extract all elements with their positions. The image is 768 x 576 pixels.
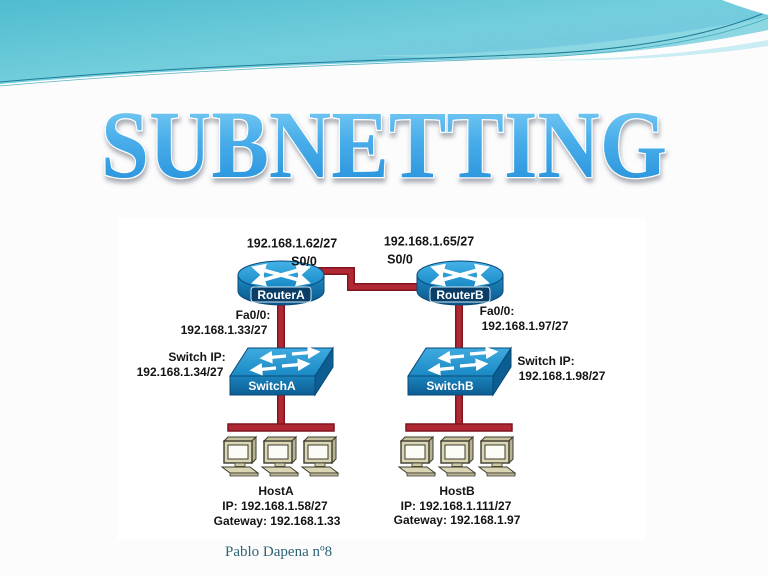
host-pc-icon	[438, 436, 476, 477]
host-pc-icon	[478, 436, 516, 477]
banner-band-medium	[370, 17, 768, 58]
router-a-serial-if: S0/0	[291, 254, 317, 269]
banner-thin-line-1	[0, 13, 763, 83]
banner-band-light	[520, 40, 768, 61]
router-a-name: RouterA	[257, 288, 305, 302]
host-a-gateway: Gateway: 192.168.1.33	[213, 513, 341, 528]
host-a-group	[221, 436, 339, 477]
router-b-serial-ip: 192.168.1.65/27	[383, 234, 475, 249]
router-b-serial-if: S0/0	[387, 252, 413, 267]
switch-b-ip-label: Switch IP:	[517, 353, 575, 368]
lan-bus-a	[227, 423, 335, 432]
router-b-lan-ip: 192.168.1.97/27	[481, 318, 569, 333]
router-b-name: RouterB	[436, 288, 484, 302]
switch-b-name: SwitchB	[426, 379, 474, 393]
title-block: SUBNETTING	[100, 95, 669, 199]
switch-a-ip-label: Switch IP:	[168, 349, 226, 364]
host-pc-icon	[261, 436, 299, 477]
network-diagram: RouterA RouterB SwitchA SwitchB 192.168.…	[118, 218, 645, 540]
switch-a-name: SwitchA	[248, 379, 296, 393]
banner-corner-wedge	[722, 0, 768, 15]
host-b-group	[398, 436, 516, 477]
lan-bus-b	[405, 423, 513, 432]
banner-thin-line-2	[0, 17, 768, 87]
page-title: SUBNETTING	[101, 95, 667, 198]
host-b-name: HostB	[439, 483, 475, 498]
host-pc-icon	[221, 436, 259, 477]
host-a-name: HostA	[258, 483, 294, 498]
footer-author: Pablo Dapena nº8	[225, 544, 333, 560]
router-b-lan-if: Fa0/0:	[479, 303, 515, 318]
switch-a-ip: 192.168.1.34/27	[136, 364, 224, 379]
router-a-serial-ip: 192.168.1.62/27	[246, 236, 338, 251]
banner-swoosh	[0, 0, 768, 87]
host-b-ip: IP: 192.168.1.111/27	[400, 498, 512, 513]
switch-b-ip: 192.168.1.98/27	[518, 368, 606, 383]
host-b-gateway: Gateway: 192.168.1.97	[393, 512, 521, 527]
host-pc-icon	[398, 436, 436, 477]
host-a-ip: IP: 192.168.1.58/27	[222, 498, 328, 513]
router-a-lan-ip: 192.168.1.33/27	[180, 322, 268, 337]
host-pc-icon	[301, 436, 339, 477]
banner-main-wave	[0, 0, 768, 84]
router-a-lan-if: Fa0/0:	[235, 307, 271, 322]
